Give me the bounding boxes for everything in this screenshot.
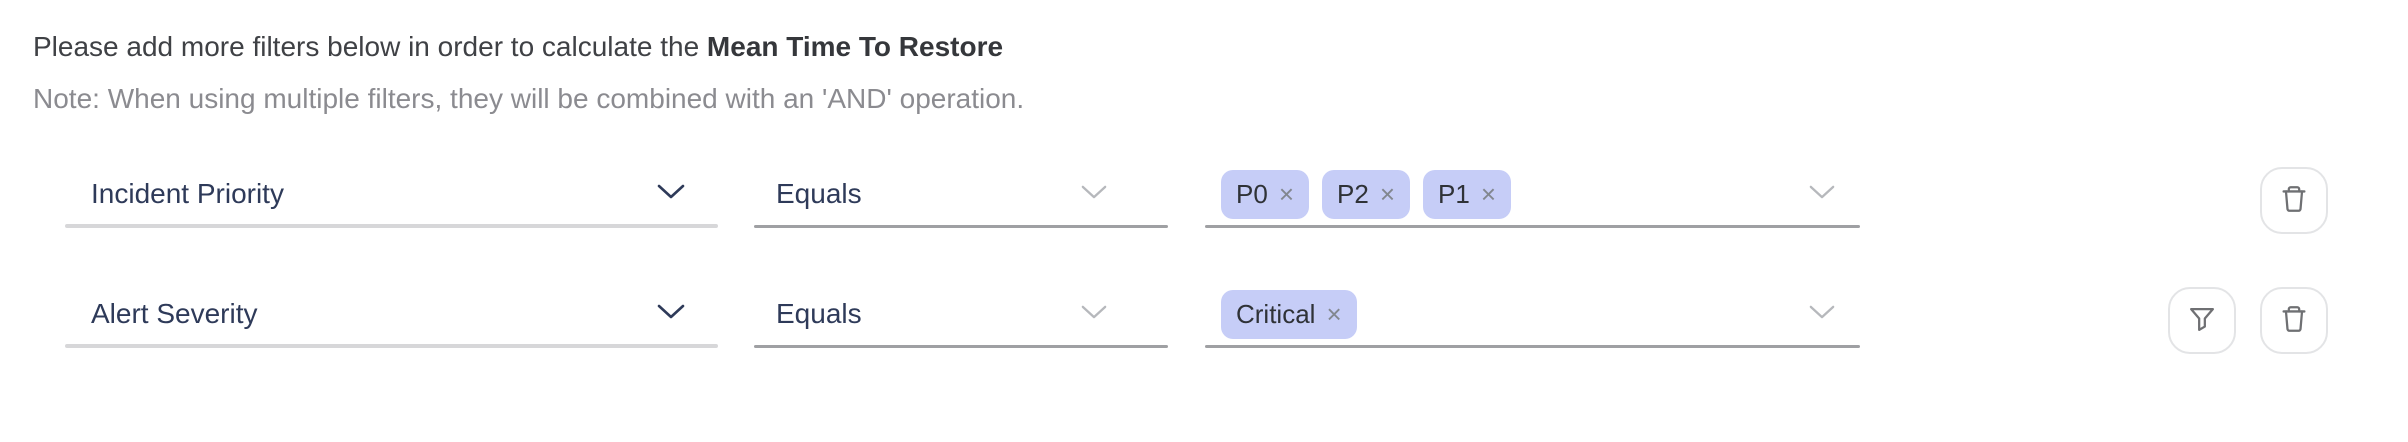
chevron-down-icon <box>656 303 686 325</box>
value-tag-label: P1 <box>1438 178 1470 209</box>
chevron-down-icon <box>656 183 686 205</box>
remove-tag-icon[interactable]: × <box>1326 299 1342 329</box>
panel-header: Please add more filters below in order t… <box>33 30 2408 64</box>
delete-filter-button[interactable] <box>2260 287 2328 354</box>
trash-icon <box>2277 182 2311 219</box>
value-tag: Critical × <box>1221 289 1357 339</box>
operator-select-value: Equals <box>776 298 862 329</box>
trash-icon <box>2277 302 2311 339</box>
filter-rows: Incident Priority Equals P0 × <box>33 132 2408 354</box>
value-tag: P2 × <box>1322 169 1410 219</box>
filter-button[interactable] <box>2168 287 2236 354</box>
filter-row: Alert Severity Equals Critical × <box>33 252 2408 354</box>
value-tag-label: P0 <box>1236 178 1268 209</box>
row-actions <box>2260 167 2328 234</box>
selected-values: Critical × <box>1205 289 1357 339</box>
filters-panel: Please add more filters below in order t… <box>33 30 2408 354</box>
remove-tag-icon[interactable]: × <box>1379 179 1395 209</box>
operator-select-value: Equals <box>776 178 862 209</box>
chevron-down-icon <box>1808 304 1836 325</box>
filter-row: Incident Priority Equals P0 × <box>33 132 2408 234</box>
filters-note: Note: When using multiple filters, they … <box>33 83 1025 114</box>
funnel-icon <box>2185 302 2219 339</box>
operator-select[interactable]: Equals <box>754 280 1168 348</box>
value-tag-label: P2 <box>1337 178 1369 209</box>
attribute-select-value: Incident Priority <box>91 178 284 209</box>
chevron-down-icon <box>1808 184 1836 205</box>
attribute-select[interactable]: Alert Severity <box>65 280 718 348</box>
values-multiselect[interactable]: Critical × <box>1205 280 1860 348</box>
row-actions <box>2168 287 2328 354</box>
value-tag-label: Critical <box>1236 298 1316 329</box>
attribute-select[interactable]: Incident Priority <box>65 160 718 228</box>
delete-filter-button[interactable] <box>2260 167 2328 234</box>
value-tag: P1 × <box>1423 169 1511 219</box>
selected-values: P0 × P2 × P1 × <box>1205 169 1511 219</box>
chevron-down-icon <box>1080 304 1108 325</box>
chevron-down-icon <box>1080 184 1108 205</box>
metric-name: Mean Time To Restore <box>706 31 1004 62</box>
remove-tag-icon[interactable]: × <box>1480 179 1496 209</box>
header-intro-text: Please add more filters below in order t… <box>33 31 700 62</box>
value-tag: P0 × <box>1221 169 1309 219</box>
attribute-select-value: Alert Severity <box>91 298 258 329</box>
remove-tag-icon[interactable]: × <box>1278 179 1294 209</box>
operator-select[interactable]: Equals <box>754 160 1168 228</box>
values-multiselect[interactable]: P0 × P2 × P1 × <box>1205 160 1860 228</box>
